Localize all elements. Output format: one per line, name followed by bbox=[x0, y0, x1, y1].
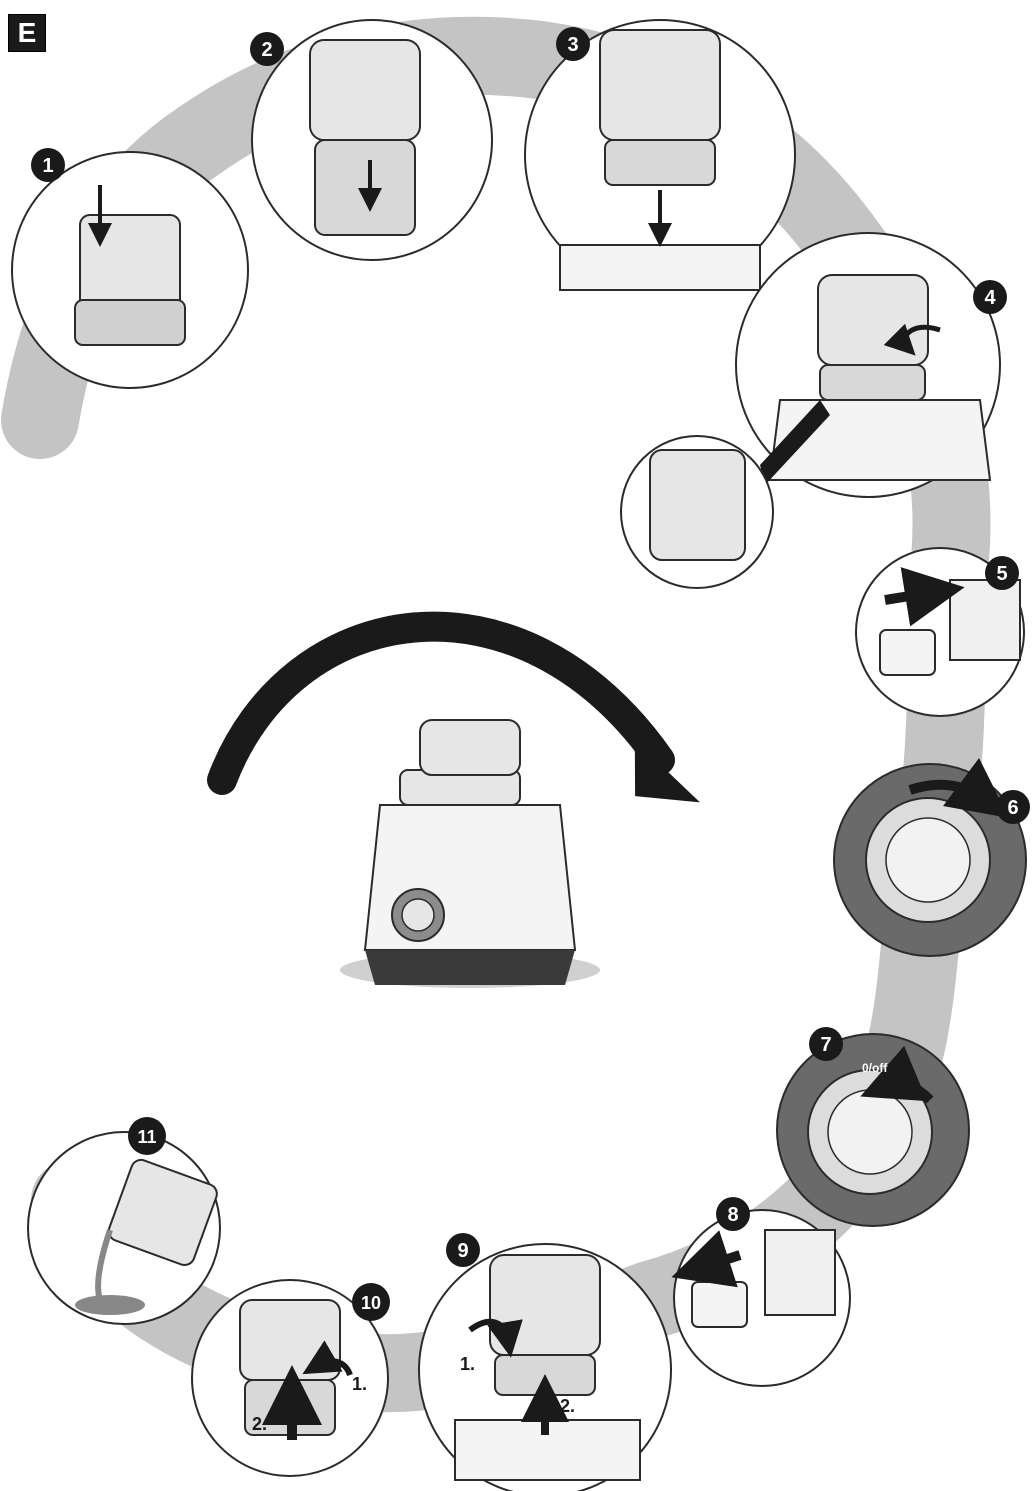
svg-text:7: 7 bbox=[820, 1034, 831, 1056]
step-7-panel: 0/off bbox=[776, 1033, 970, 1227]
step-9-sublabel-2: 2. bbox=[560, 1396, 575, 1416]
svg-text:10: 10 bbox=[361, 1293, 381, 1313]
step-5-panel bbox=[855, 547, 1025, 717]
step-10-sublabel-1: 1. bbox=[352, 1374, 367, 1394]
step-3-panel bbox=[524, 19, 796, 291]
step-badge-1: 1 bbox=[31, 148, 65, 182]
step-9-panel: 1. 2. bbox=[418, 1243, 672, 1491]
svg-text:6: 6 bbox=[1007, 797, 1018, 819]
step-1-panel bbox=[11, 151, 249, 389]
svg-text:4: 4 bbox=[984, 287, 996, 309]
step-4-detail-zoom bbox=[620, 400, 830, 589]
step-9-sublabel-1: 1. bbox=[460, 1354, 475, 1374]
svg-text:2: 2 bbox=[261, 39, 272, 61]
svg-text:8: 8 bbox=[727, 1204, 738, 1226]
step-11-panel bbox=[27, 1131, 221, 1325]
step-10-sublabel-2: 2. bbox=[252, 1414, 267, 1434]
knob-off-label: 0/off bbox=[862, 1061, 888, 1075]
blender-center-illustration bbox=[340, 719, 600, 988]
step-badge-7: 7 bbox=[809, 1027, 843, 1061]
step-8-panel bbox=[671, 1209, 851, 1387]
svg-text:3: 3 bbox=[567, 34, 578, 56]
step-badge-6: 6 bbox=[996, 790, 1030, 824]
rotation-arrow bbox=[207, 611, 700, 803]
step-badge-4: 4 bbox=[973, 280, 1007, 314]
step-2-panel bbox=[251, 19, 493, 261]
svg-text:5: 5 bbox=[996, 563, 1007, 585]
section-badge: E bbox=[8, 14, 46, 52]
svg-text:9: 9 bbox=[457, 1240, 468, 1262]
step-6-panel bbox=[833, 758, 1027, 957]
step-badge-2: 2 bbox=[250, 32, 284, 66]
step-badge-8: 8 bbox=[716, 1197, 750, 1231]
step-badge-5: 5 bbox=[985, 556, 1019, 590]
section-badge-letter: E bbox=[17, 17, 37, 48]
svg-text:11: 11 bbox=[137, 1127, 156, 1147]
svg-text:1: 1 bbox=[42, 155, 53, 177]
step-badge-3: 3 bbox=[556, 27, 590, 61]
step-badge-10: 10 bbox=[352, 1283, 390, 1321]
step-badges: 1 2 3 4 5 6 7 bbox=[31, 27, 1030, 1321]
step-badge-11: 11 bbox=[128, 1117, 166, 1155]
step-badge-9: 9 bbox=[446, 1233, 480, 1267]
step-10-panel: 1. 2. bbox=[191, 1279, 389, 1477]
